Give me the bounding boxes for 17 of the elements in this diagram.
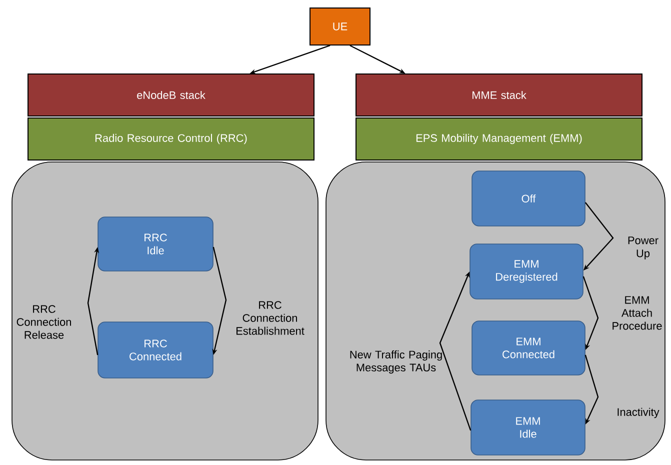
state-box: Off [472,170,586,226]
edge-label: Power Up [628,236,658,260]
edge-label: EMM Attach Procedure [612,296,662,330]
entity-box: UE [310,8,370,46]
state-box: EMM Idle [470,400,586,456]
layer-bar: EPS Mobility Management (EMM) [356,118,642,160]
state-box: RRC Idle [98,216,214,272]
state-box: RRC Connected [98,322,214,378]
stack-bar: MME stack [356,74,642,116]
edge-label: RRC Connection Release [16,305,71,339]
edge-label: Inactivity [618,408,660,418]
edge-label: New Traffic Paging Messages TAUs [350,350,442,374]
edge-label: RRC Connection Establishment [236,301,304,335]
stack-bar: eNodeB stack [28,74,314,116]
state-box: EMM Connected [472,320,586,376]
state-box: EMM Deregistered [470,244,584,300]
layer-bar: Radio Resource Control (RRC) [28,118,314,160]
